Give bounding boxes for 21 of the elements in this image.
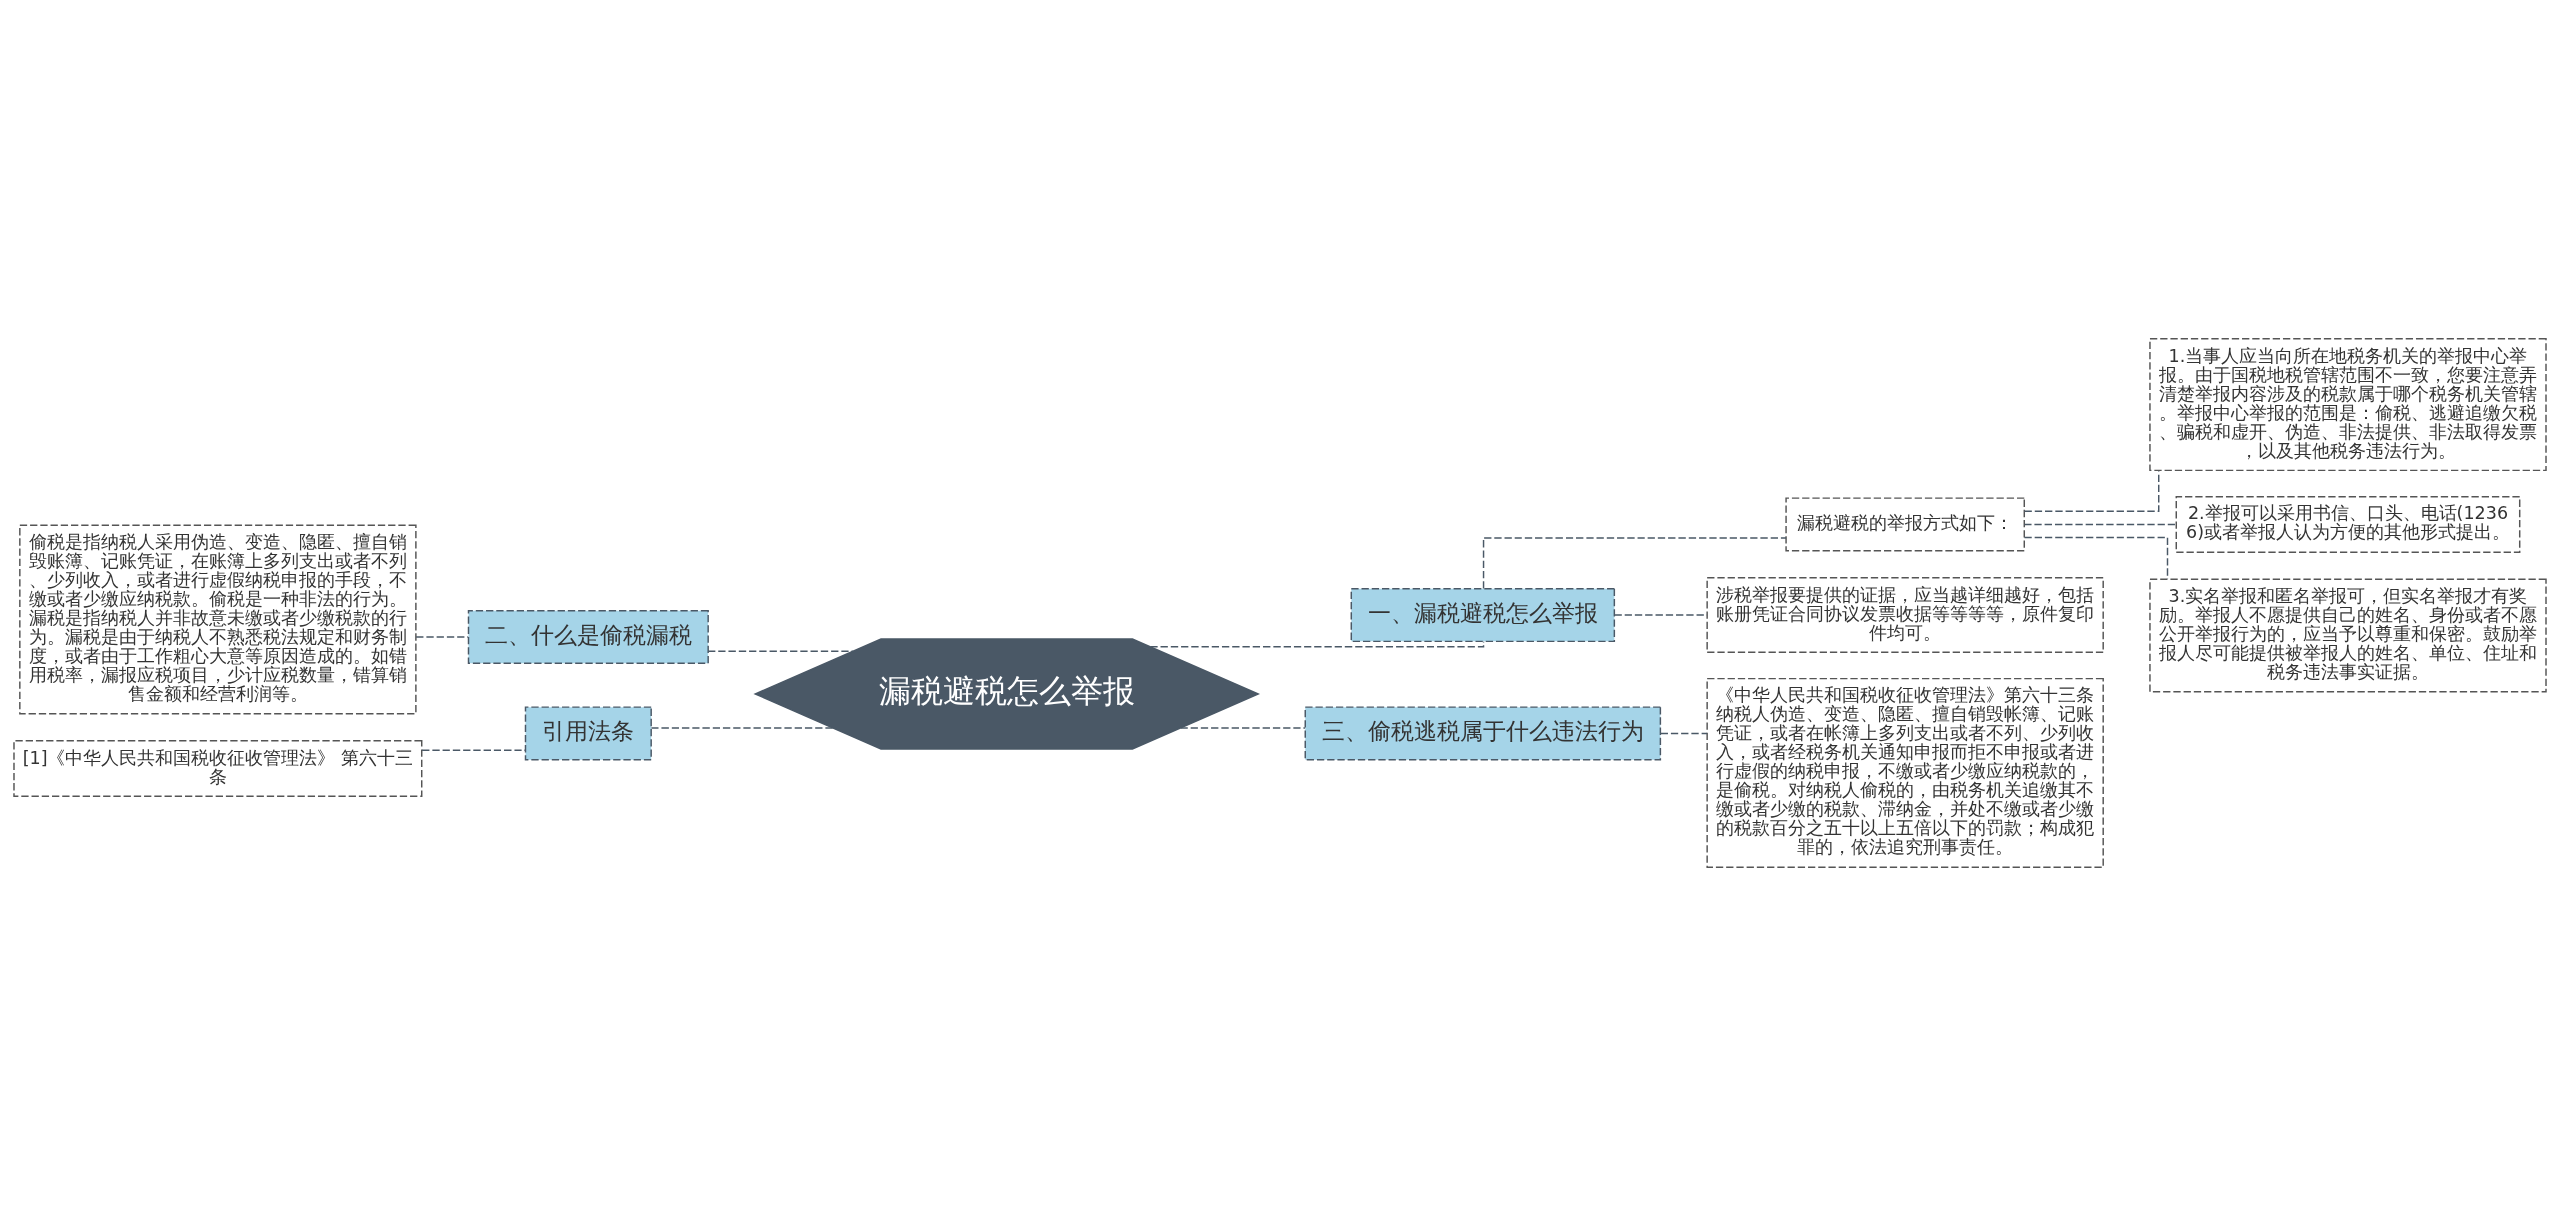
node-box: 引用法条 [524,705,652,760]
connector [1482,536,1787,589]
node-box: 二、什么是偷税漏税 [467,609,709,664]
connector [1179,726,1306,729]
node-box: [1]《中华人民共和国税收征收管理法》 第六十三条 [13,739,423,797]
node-box: 涉税举报要提供的证据，应当越详细越好，包括账册凭证合同协议发票收据等等等等，原件复印件均可。 [1706,576,2104,653]
node-box: 三、偷税逃税属于什么违法行为 [1304,705,1662,760]
connector [421,749,527,751]
connector [2023,523,2177,525]
node-box: 《中华人民共和国税收征收管理法》第六十三条纳税人伪造、变造、隐匿、擅自销毁帐簿、记账凭证，或者在帐簿上多列支出或者不列、少列收入，或者经税务机关通知申报而拒不申报或者进行虚假的纳税申报，不缴或者少缴应纳税款的，是偷税。对纳税人偷税的，由税务机关追缴其不缴或者少缴的税款、滞纳金，并处不缴或者少缴的税款百分之五十以上五倍以下的罚款；构成犯罪的，依法追究刑事责任。 [1706,677,2104,868]
connector [2023,469,2160,512]
node-box: 漏税避税的举报方式如下： [1785,496,2025,551]
node-box: 偷税是指纳税人采用伪造、变造、隐匿、擅自销毁账簿、记账凭证，在账簿上多列支出或者不列、少列收入，或者进行虚假纳税申报的手段，不缴或者少缴应纳税款。偷税是一种非法的行为。漏税是指纳税人并非故意未缴或者少缴税款的行为。漏税是由于纳税人不熟悉税法规定和财务制度，或者由于工作粗心大意等原因造成的。如错用税率，漏报应税项目，少计应税数量，错算销售金额和经营利润等。 [19,523,417,714]
connector [707,649,854,652]
node-box: 2.举报可以采用书信、口头、电话(12366)或者举报人认为方便的其他形式提出。 [2175,495,2521,553]
connector [650,726,834,729]
node-box: 一、漏税避税怎么举报 [1350,587,1616,642]
connector [415,635,469,638]
node-box: 3.实名举报和匿名举报可，但实名举报才有奖励。举报人不愿提供自己的姓名、身份或者不愿公开举报行为的，应当予以尊重和保密。鼓励举报人尽可能提供被举报人的姓名、单位、住址和税务违法事实证据。 [2149,578,2547,692]
node-box: 1.当事人应当向所在地税务机关的举报中心举报。由于国税地税管辖范围不一致，您要注意弄清楚举报内容涉及的税款属于哪个税务机关管辖。举报中心举报的范围是：偷税、逃避追缴欠税、骗税和虚开、伪造、非法提供、非法取得发票，以及其他税务违法行为。 [2149,337,2547,471]
connector [1660,732,1708,734]
